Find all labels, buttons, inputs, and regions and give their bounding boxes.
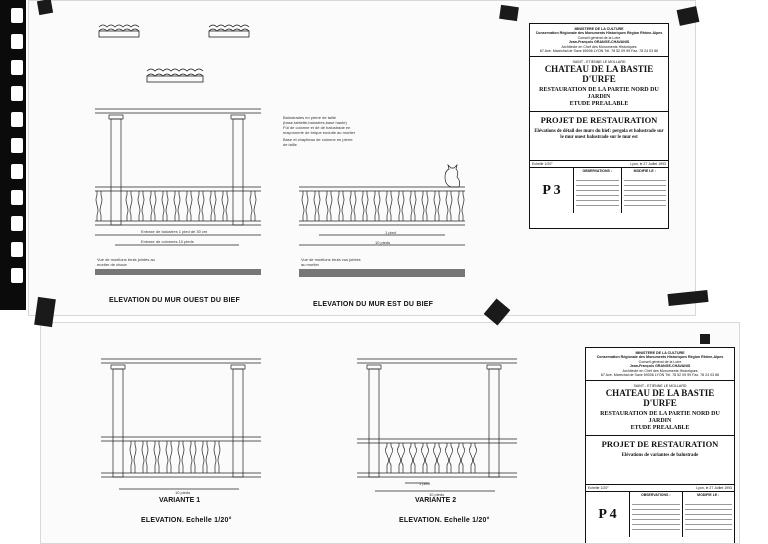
drawing-sheet-p3: Entraxe de balustres 1 pied de 30 cm Ent… <box>28 0 696 316</box>
east-dim-top: 1 pied <box>385 230 396 235</box>
film-perforation <box>11 34 23 49</box>
modifications-box: MODIFIE LE : <box>683 492 735 537</box>
modifications-box: MODIFIE LE : <box>622 168 669 213</box>
observations-box: OBSERVATIONS : <box>574 168 622 214</box>
scale-date-row: Echelle 1/20° Lyon, le 27 Juillet 1993 <box>530 160 668 167</box>
subject-line-2: ETUDE PREALABLE <box>630 425 690 432</box>
east-wall-note: Vue de moellons bruts vus jointés au mor… <box>301 257 361 267</box>
material-note-line: de taille <box>283 142 297 147</box>
observations-box: OBSERVATIONS : <box>630 492 683 538</box>
film-perforation <box>11 8 23 23</box>
architect-name: Jean-François GRANGE-CHAVANIS <box>568 40 630 45</box>
subject-line-1: RESTAURATION DE LA PARTIE NORD DU JARDIN <box>600 411 720 425</box>
west-wall-elevation-drawing <box>95 105 261 275</box>
tape-piece <box>676 6 700 26</box>
variant-2-label: VARIANTE 2 <box>415 497 457 504</box>
project-description: Elévations de variantes de balustrade <box>621 453 699 459</box>
project-section: PROJET DE RESTAURATION Elévations de var… <box>586 436 734 484</box>
material-note-line: Fût de colonne et dé de balustrade en <box>283 125 351 130</box>
title-block-p3: MINISTERE DE LA CULTURE Conservation Rég… <box>529 23 669 229</box>
title-block-header: MINISTERE DE LA CULTURE Conservation Rég… <box>530 24 668 58</box>
variant-1-label: VARIANTE 1 <box>159 497 201 504</box>
observations-label: OBSERVATIONS : <box>640 493 671 498</box>
date-label: Lyon, le 27 Juillet 1993 <box>696 486 732 491</box>
film-perforation <box>11 216 23 231</box>
architect-name: Jean-François GRANGE-CHAVANIS <box>629 364 691 369</box>
variant-2-elevation-title: ELEVATION. Echelle 1/20° <box>399 517 490 524</box>
west-wall-note: Vue de moellons bruts jointés au mortier… <box>97 257 155 267</box>
council-label: Conseil général de la Loire <box>638 359 682 364</box>
material-note-line: Balustrades en pierre de taille <box>283 115 336 120</box>
west-dim-bottom: Entraxe de colonnes 10 pieds <box>141 239 194 244</box>
tape-piece <box>700 334 710 344</box>
site-title: CHATEAU DE LA BASTIE D'URFE <box>544 64 654 85</box>
west-elevation-title: ELEVATION DU MUR OUEST DU BIEF <box>109 297 240 304</box>
scale-label: Echelle 1/20° <box>532 162 553 167</box>
modifications-label: MODIFIE LE : <box>697 493 720 498</box>
scale-date-row: Echelle 1/20° Lyon, le 27 Juillet 1993 <box>586 484 734 491</box>
subject-line-1: RESTAURATION DE LA PARTIE NORD DU JARDIN <box>539 87 659 101</box>
date-label: Lyon, le 27 Juillet 1993 <box>630 162 666 167</box>
tape-piece <box>34 296 56 328</box>
film-perforation <box>11 86 23 101</box>
project-title: PROJET DE RESTAURATION <box>540 115 658 126</box>
film-perforation <box>11 242 23 257</box>
plate-row: P 3 OBSERVATIONS : MODIFIE LE : <box>530 167 669 214</box>
variant-1-elevation-drawing <box>101 355 261 495</box>
material-note-line: (base,tablette,balustres,base haute) <box>283 120 347 125</box>
conservation-label: Conservation Régionale des Monuments His… <box>596 355 724 360</box>
plate-number: P 4 <box>586 492 630 538</box>
film-perforation <box>11 112 23 127</box>
scale-label: Echelle 1/20° <box>588 486 609 491</box>
observations-label: OBSERVATIONS : <box>582 169 613 174</box>
architect-title: Architecte en Chef des Monuments Histori… <box>561 44 637 49</box>
site-title: CHATEAU DE LA BASTIE D'URFE <box>605 388 715 409</box>
ministry-label: MINISTERE DE LA CULTURE <box>635 351 685 355</box>
film-strip-edge <box>0 0 26 310</box>
film-perforation <box>11 268 23 283</box>
east-dim-bottom: 10 pieds <box>375 240 391 245</box>
film-perforation <box>11 60 23 75</box>
site-section: SAINT - ETIENNE LE MOLLARD CHATEAU DE LA… <box>530 57 668 113</box>
ministry-label: MINISTERE DE LA CULTURE <box>574 27 624 31</box>
plate-number: P 3 <box>530 168 574 214</box>
material-notes: Balustrades en pierre de taille (base,ta… <box>283 115 373 147</box>
east-elevation-title: ELEVATION DU MUR EST DU BIEF <box>313 301 434 308</box>
location-label: SAINT - ETIENNE LE MOLLARD <box>572 60 626 65</box>
variant-2-dim-bottom: 10 pieds <box>429 492 445 497</box>
plate-row: P 4 OBSERVATIONS : MODIFIE LE : <box>586 491 735 538</box>
cornice-detail-drawing <box>97 21 257 91</box>
film-perforation <box>11 190 23 205</box>
title-block-header: MINISTERE DE LA CULTURE Conservation Rég… <box>586 348 734 382</box>
variant-1-elevation-title: ELEVATION. Echelle 1/20° <box>141 517 232 524</box>
council-label: Conseil général de la Loire <box>577 35 621 40</box>
material-note-line: maçonnerie de brique enduite au mortier <box>283 130 356 135</box>
conservation-label: Conservation Régionale des Monuments His… <box>535 31 663 36</box>
film-perforation <box>11 138 23 153</box>
project-title: PROJET DE RESTAURATION <box>601 439 719 450</box>
variant-1-dim: 10 pieds <box>175 490 191 495</box>
west-dim-top: Entraxe de balustres 1 pied de 30 cm <box>141 229 208 234</box>
project-section: PROJET DE RESTAURATION Elévations de dét… <box>530 112 668 160</box>
film-perforation <box>11 164 23 179</box>
architect-address: 67 Ave. Maréchal de Saxe 69006 LYON Tél.… <box>539 49 659 54</box>
site-section: SAINT - ETIENNE LE MOLLARD CHATEAU DE LA… <box>586 381 734 437</box>
variant-2-dim-top: 1 pied <box>419 481 430 486</box>
tape-piece <box>499 4 519 22</box>
variant-2-elevation-drawing <box>357 355 517 495</box>
architect-address: 67 Ave. Maréchal de Saxe 69006 LYON Tél.… <box>600 373 720 378</box>
modifications-label: MODIFIE LE : <box>633 169 656 174</box>
drawing-sheet-p4: 10 pieds VARIANTE 1 ELEVATION. Echelle 1… <box>40 322 740 544</box>
east-wall-elevation-drawing <box>299 161 465 277</box>
subject-line-2: ETUDE PREALABLE <box>569 101 629 108</box>
tape-piece <box>36 0 54 16</box>
architect-title: Architecte en Chef des Monuments Histori… <box>622 368 698 373</box>
material-note-line: Base et chapiteau de colonne en pierre <box>283 137 353 142</box>
project-description: Elévations de détail des murs du bief: p… <box>534 129 664 141</box>
title-block-p4: MINISTERE DE LA CULTURE Conservation Rég… <box>585 347 735 543</box>
location-label: SAINT - ETIENNE LE MOLLARD <box>633 384 687 389</box>
